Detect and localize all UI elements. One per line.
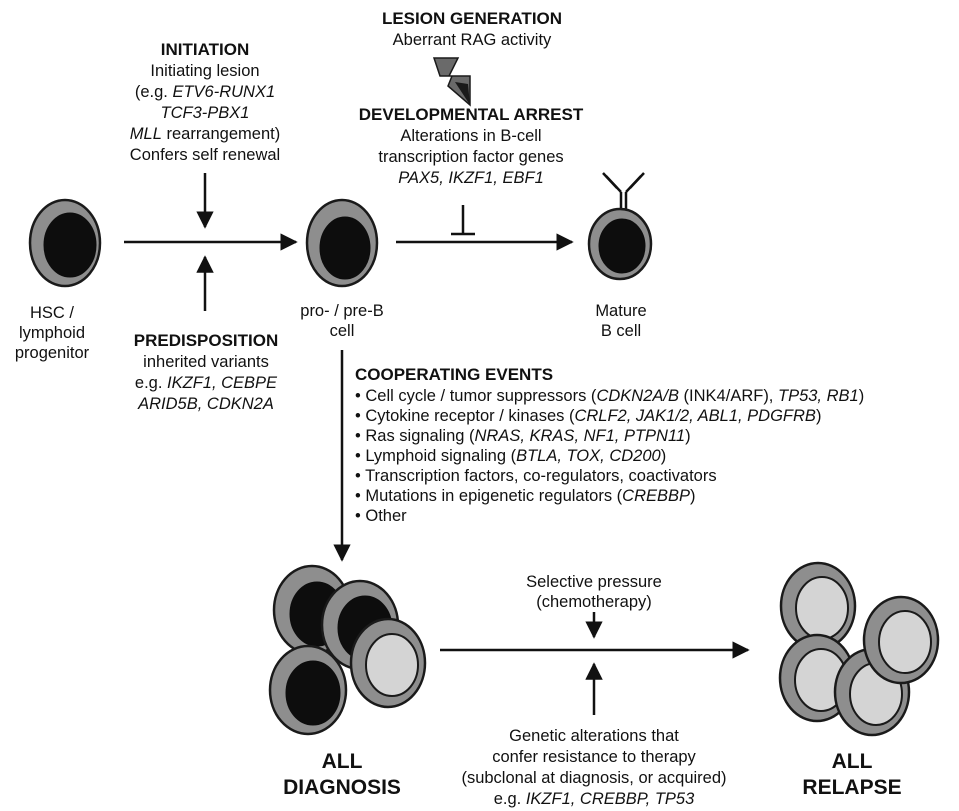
cooperating-events-block: COOPERATING EVENTS • Cell cycle / tumor …	[355, 365, 864, 525]
cooperating-item-1: • Cell cycle / tumor suppressors (CDKN2A…	[355, 387, 864, 405]
resistance-line-4: e.g. IKZF1, CREBBP, TP53	[494, 790, 695, 808]
cooperating-item-2: • Cytokine receptor / kinases (CRLF2, JA…	[355, 407, 821, 425]
cooperating-item-7: • Other	[355, 507, 407, 525]
predisposition-line-1: inherited variants	[143, 353, 269, 371]
initiation-line-3: TCF3-PBX1	[161, 104, 250, 122]
initiation-line-1: Initiating lesion	[150, 62, 259, 80]
hsc-label-3: progenitor	[15, 344, 90, 362]
hsc-label-2: lymphoid	[19, 324, 85, 342]
lightning-bolt-icon	[432, 57, 471, 107]
lesion-generation-title: LESION GENERATION	[382, 9, 562, 28]
lesion-generation-subtitle: Aberrant RAG activity	[393, 31, 552, 49]
resistance-line-2: confer resistance to therapy	[492, 748, 696, 766]
all-relapse-label-2: RELAPSE	[802, 776, 901, 799]
developmental-arrest-genes: PAX5, IKZF1, EBF1	[398, 169, 544, 187]
resistance-line-3: (subclonal at diagnosis, or acquired)	[461, 769, 726, 787]
all-relapse-cluster	[778, 561, 940, 737]
predisposition-block: PREDISPOSITION inherited variants e.g. I…	[134, 331, 279, 413]
all-diagnosis-label-1: ALL	[322, 750, 363, 773]
all-diagnosis-label-2: DIAGNOSIS	[283, 776, 401, 799]
initiation-line-5: Confers self renewal	[130, 146, 280, 164]
developmental-arrest-line-1: Alterations in B-cell	[400, 127, 541, 145]
prob-label-1: pro- / pre-B	[300, 302, 383, 320]
initiation-title: INITIATION	[161, 40, 249, 59]
pro-pre-b-cell	[305, 198, 379, 288]
selective-pressure-line-2: (chemotherapy)	[536, 593, 652, 611]
predisposition-line-3: ARID5B, CDKN2A	[137, 395, 274, 413]
antibody-icon	[602, 172, 645, 210]
mature-label-2: B cell	[601, 322, 641, 340]
developmental-arrest-line-2: transcription factor genes	[378, 148, 563, 166]
all-relapse-label-1: ALL	[832, 750, 873, 773]
mature-label-1: Mature	[595, 302, 646, 320]
cooperating-item-6: • Mutations in epigenetic regulators (CR…	[355, 487, 696, 505]
selective-pressure-line-1: Selective pressure	[526, 573, 662, 591]
developmental-arrest-block: DEVELOPMENTAL ARREST Alterations in B-ce…	[359, 105, 584, 187]
all-diagnosis-cluster	[268, 564, 427, 736]
cooperating-item-4: • Lymphoid signaling (BTLA, TOX, CD200)	[355, 447, 666, 465]
predisposition-line-2: e.g. IKZF1, CEBPE	[135, 374, 278, 392]
mature-b-cell	[587, 172, 653, 281]
initiation-line-2: (e.g. ETV6-RUNX1	[135, 83, 275, 101]
predisposition-title: PREDISPOSITION	[134, 331, 279, 350]
prob-label-2: cell	[330, 322, 355, 340]
initiation-line-4: MLL rearrangement)	[130, 125, 280, 143]
developmental-arrest-title: DEVELOPMENTAL ARREST	[359, 105, 584, 124]
cooperating-item-5: • Transcription factors, co-regulators, …	[355, 467, 717, 485]
resistance-line-1: Genetic alterations that	[509, 727, 679, 745]
cooperating-events-title: COOPERATING EVENTS	[355, 365, 553, 384]
initiation-block: INITIATION Initiating lesion (e.g. ETV6-…	[130, 40, 280, 164]
hsc-cell	[28, 198, 102, 288]
hsc-label-1: HSC /	[30, 304, 74, 322]
cooperating-item-3: • Ras signaling (NRAS, KRAS, NF1, PTPN11…	[355, 427, 691, 445]
